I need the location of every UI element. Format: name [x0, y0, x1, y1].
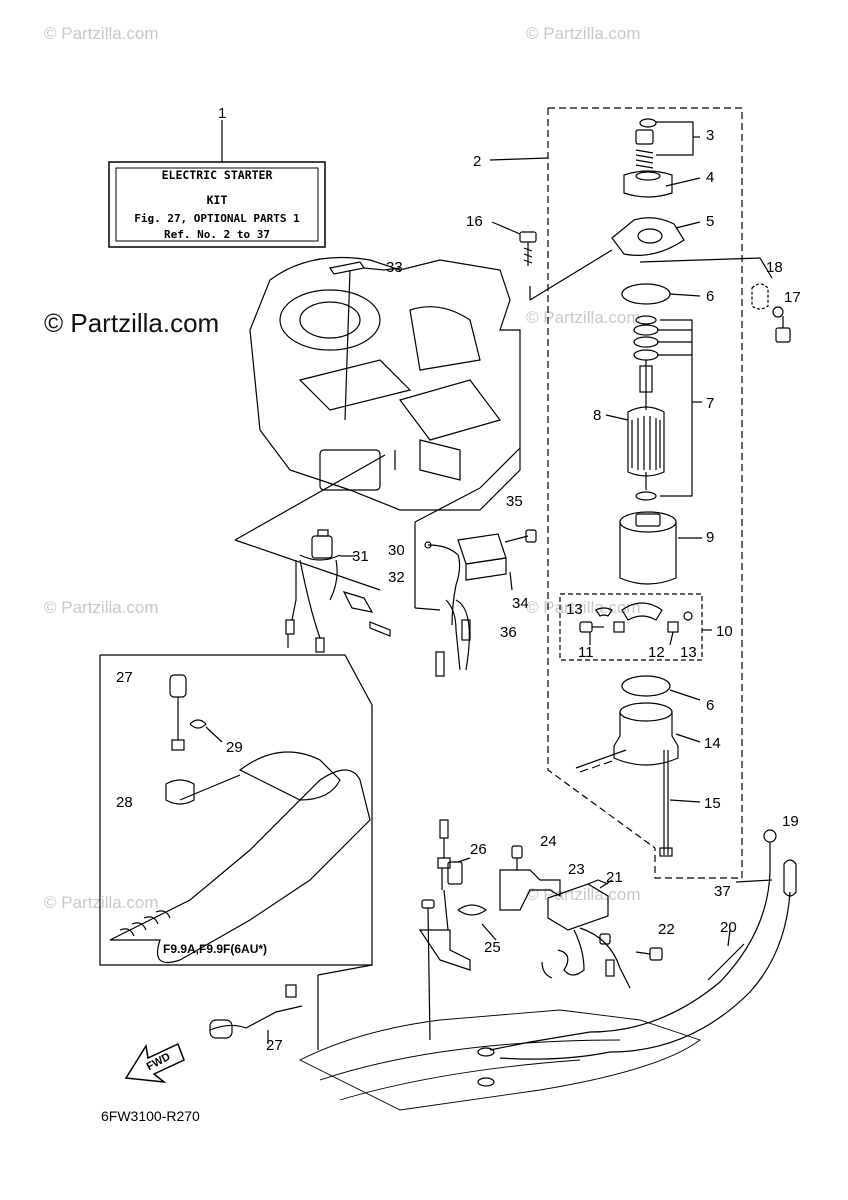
callout: 6 [706, 697, 715, 714]
kit-ref-range: Ref. No. 2 to 37 [164, 228, 270, 241]
callout: 23 [568, 861, 585, 878]
callout: 16 [466, 213, 483, 230]
watermark: © Partzilla.com [44, 598, 159, 617]
callout: 32 [388, 569, 405, 586]
callout: 10 [716, 623, 733, 640]
callout: 15 [704, 795, 721, 812]
engine-block [249, 256, 521, 511]
watermark: © Partzilla.com [44, 893, 159, 912]
watermark: © Partzilla.com [526, 598, 641, 617]
callout: 33 [386, 259, 403, 276]
watermark-main: © Partzilla.com [44, 308, 220, 338]
callout: 5 [706, 213, 715, 230]
callout: 12 [648, 644, 665, 661]
watermark: © Partzilla.com [44, 24, 159, 43]
callout: 28 [116, 794, 133, 811]
kit-box [108, 161, 326, 248]
kit-title: ELECTRIC STARTER [161, 168, 273, 182]
callout: 37 [714, 883, 731, 900]
callout: 29 [226, 739, 243, 756]
callout: 35 [506, 493, 523, 510]
callout: 30 [388, 542, 405, 559]
callout: 9 [706, 529, 715, 546]
callout: 27 [266, 1037, 283, 1054]
fwd-arrow-icon [124, 1042, 185, 1084]
callout: 14 [704, 735, 721, 752]
callout: 24 [540, 833, 557, 850]
callout: 13 [680, 644, 697, 661]
callout: 17 [784, 289, 801, 306]
callout: 11 [578, 644, 594, 661]
variant-label: F9.9A,F9.9F(6AU*) [163, 942, 268, 956]
kit-subtitle: KIT [206, 193, 228, 207]
callout: 18 [766, 259, 783, 276]
callout: 6 [706, 288, 715, 305]
callout: 2 [473, 153, 482, 170]
kit-reference: Fig. 27, OPTIONAL PARTS 1 [134, 212, 300, 225]
variant-panel [99, 654, 373, 966]
callout: 13 [566, 601, 583, 618]
callout: 8 [593, 407, 602, 424]
callout: 3 [706, 127, 715, 144]
callout: 19 [782, 813, 799, 830]
callout: 20 [720, 919, 737, 936]
starter-frame [548, 107, 743, 879]
callout: 27 [116, 669, 133, 686]
callout: 34 [512, 595, 529, 612]
diagram-code: 6FW3100-R270 [101, 1108, 200, 1124]
callout: 25 [484, 939, 501, 956]
callout: 1 [218, 105, 227, 122]
watermark: © Partzilla.com [526, 885, 641, 904]
callout: 31 [352, 548, 369, 565]
callout: 22 [658, 921, 675, 938]
callout: 4 [706, 169, 715, 186]
callout: 21 [606, 869, 623, 886]
watermark: © Partzilla.com [526, 24, 641, 43]
callout: 36 [500, 624, 517, 641]
callout: 26 [470, 841, 487, 858]
callout: 7 [706, 395, 715, 412]
watermark: © Partzilla.com [526, 308, 641, 327]
